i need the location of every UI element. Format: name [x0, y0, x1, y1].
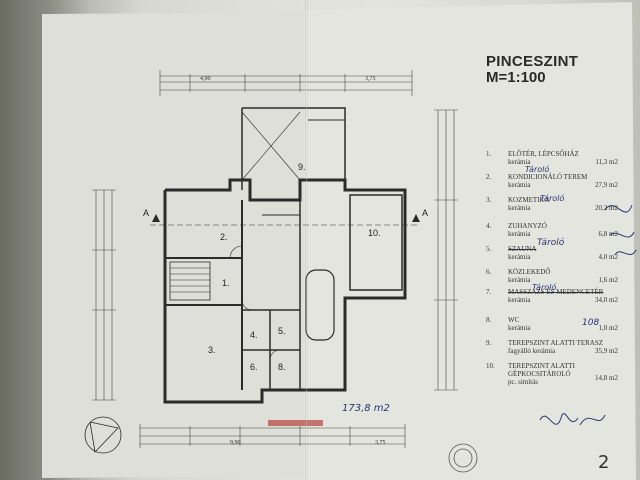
dim-top-2: 3,75: [365, 76, 376, 82]
room-area: 11,3 m2: [595, 158, 618, 166]
plan-label-room-8: 8.: [278, 362, 286, 372]
room-number: 2.: [486, 173, 492, 181]
room-area: 1,0 m2: [598, 324, 618, 332]
room-material: kerámia: [508, 181, 531, 189]
handwritten-sum: 108: [582, 318, 600, 328]
floor-plan: [163, 107, 407, 404]
stamp: [448, 443, 478, 473]
plan-label-room-4: 4.: [250, 330, 258, 340]
page-number: 2: [598, 452, 610, 473]
room-material: kerámia: [508, 276, 531, 284]
room-area: 34,0 m2: [595, 296, 618, 304]
room-number: 5.: [486, 245, 492, 253]
room-material: kerámia: [508, 253, 531, 261]
sheet-scale: M=1:100: [486, 69, 546, 86]
room-number: 3.: [486, 196, 492, 204]
room-number: 1.: [486, 150, 492, 158]
room-material: kerámia: [508, 324, 531, 332]
room-name: TEREPSZINT ALATTI GÉPKOCSITÁROLÓ: [508, 362, 575, 378]
room-name: KOZMETIKA: [508, 196, 550, 204]
room-number: 8.: [486, 316, 492, 324]
room-material: pc. simítás: [508, 378, 538, 386]
dim-bottom-1: 9,90: [230, 440, 241, 446]
room-number: 10.: [486, 362, 495, 370]
room-area: 1,6 m2: [598, 276, 618, 284]
handwritten-note-room-3: Tároló: [540, 194, 565, 203]
room-number: 4.: [486, 222, 492, 230]
sheet-title: PINCESZINT: [486, 53, 579, 70]
room-area: 4,0 m2: [598, 253, 618, 261]
room-number: 9.: [486, 339, 492, 347]
top-dimension-chain: [159, 70, 413, 96]
plan-label-room-10: 10.: [368, 228, 381, 238]
bottom-dimension-chain: [139, 424, 406, 448]
handwritten-note-room-1: Tároló: [525, 165, 550, 174]
right-dimension-chain: [434, 109, 458, 391]
room-number: 7.: [486, 288, 492, 296]
north-arrow: [84, 416, 122, 454]
room-material: fagyálló kerámia: [508, 347, 556, 355]
section-label-left: A: [143, 208, 150, 218]
room-area: 14,8 m2: [595, 374, 618, 382]
handwritten-note-room-5: Tároló: [537, 238, 565, 248]
plan-label-room-1: 1.: [222, 278, 230, 288]
room-area: 35,9 m2: [595, 347, 618, 355]
room-name: KONDICIONÁLÓ TEREM: [508, 173, 588, 181]
room-name: ZUHANYZÓ: [508, 222, 547, 230]
dim-top-1: 4,90: [200, 76, 211, 82]
section-mark: [152, 214, 420, 222]
plan-label-room-9: 9.: [298, 162, 306, 172]
room-name: WC: [508, 316, 520, 324]
room-name: ELŐTÉR, LÉPCSŐHÁZ: [508, 150, 579, 158]
room-material: kerámia: [508, 230, 531, 238]
room-material: kerámia: [508, 158, 531, 166]
handwritten-note-room-7: Tároló: [532, 283, 557, 292]
room-area: 27,9 m2: [595, 181, 618, 189]
handwritten-total-area: 173,8 m2: [342, 403, 390, 414]
room-material: kerámia: [508, 204, 531, 212]
plan-label-room-6: 6.: [250, 362, 258, 372]
paper-fold: [305, 0, 308, 480]
left-dimension-chain: [92, 189, 116, 401]
dim-bottom-2: 3,75: [375, 440, 386, 446]
room-material: kerámia: [508, 296, 531, 304]
section-label-right: A: [422, 208, 429, 218]
room-area: 6,8 m2: [598, 230, 618, 238]
plan-label-room-3: 3.: [208, 345, 216, 355]
room-name: MASSZÁZS ÉS MEDENCETÉR: [508, 288, 604, 296]
plan-label-room-2: 2.: [220, 232, 228, 242]
signature-scribble: [539, 204, 637, 426]
room-number: 6.: [486, 268, 492, 276]
room-area: 20,2 m2: [595, 204, 618, 212]
room-name: SZAUNA: [508, 245, 537, 253]
plan-label-room-5: 5.: [278, 326, 286, 336]
room-name: KÖZLEKEDŐ: [508, 268, 551, 276]
red-tape: [268, 420, 323, 426]
room-name: TEREPSZINT ALATTI TERASZ: [508, 339, 604, 347]
